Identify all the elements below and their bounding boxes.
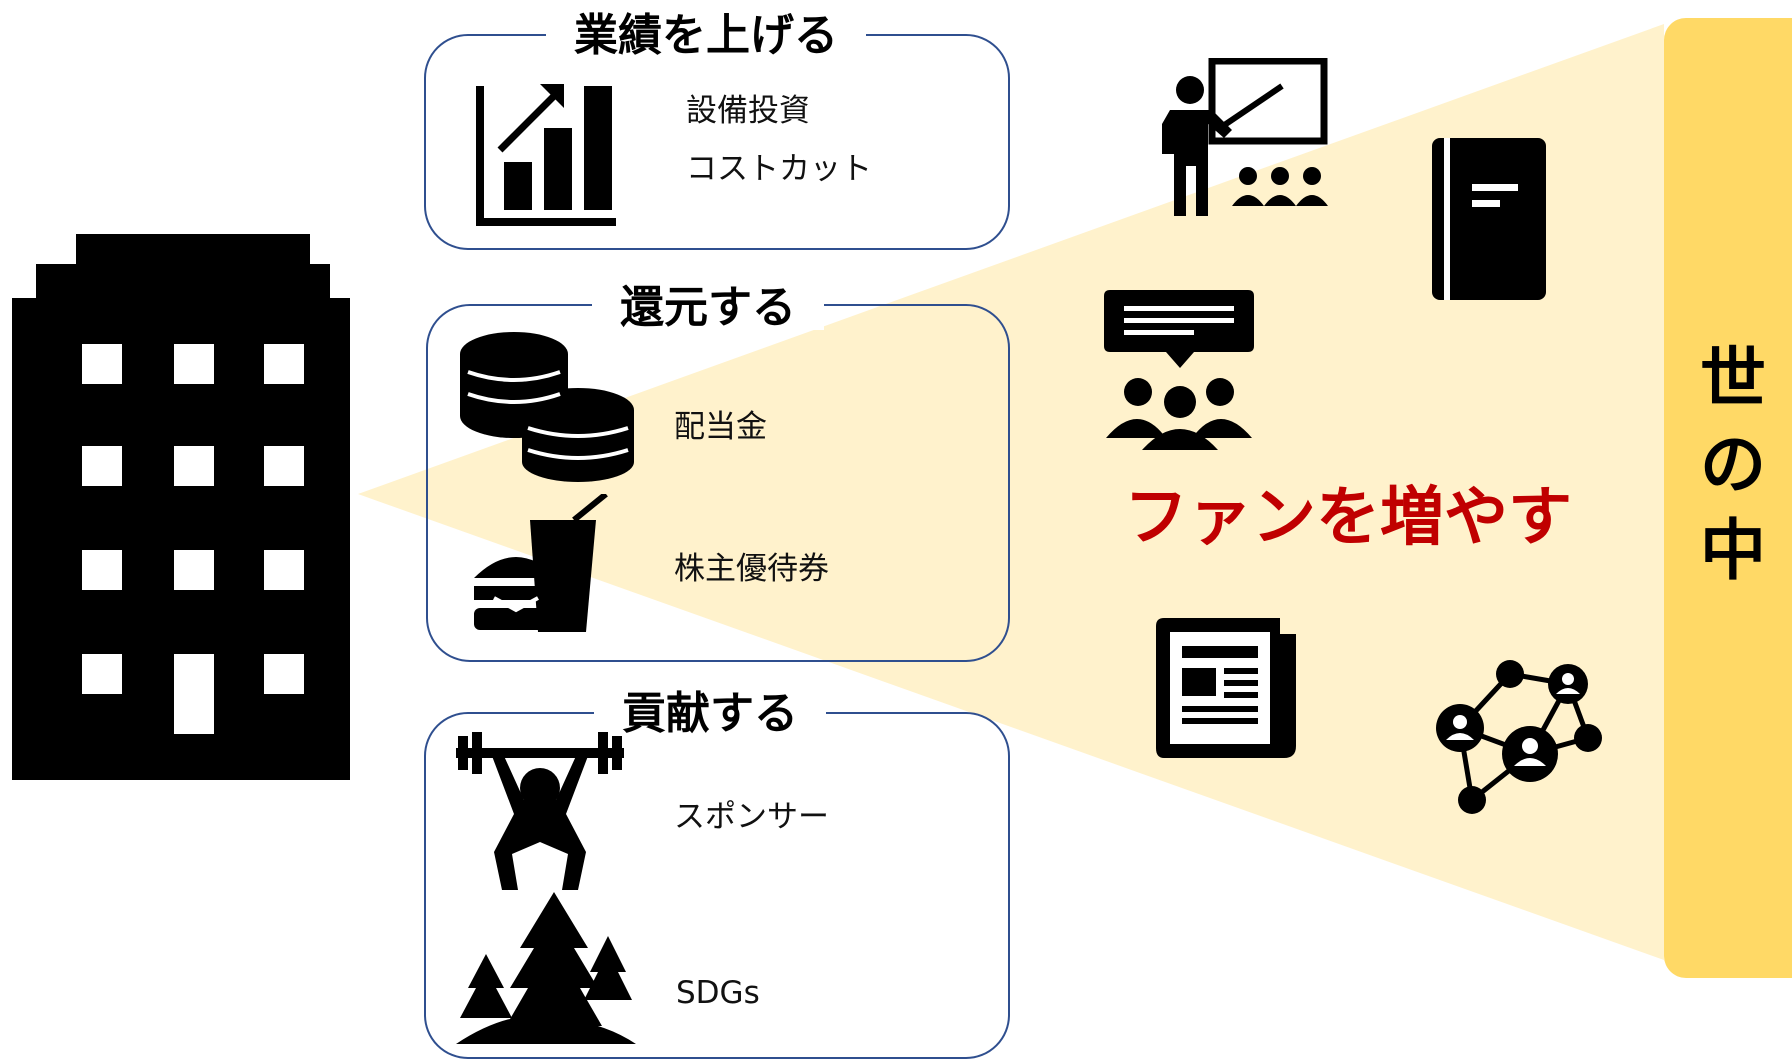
world-char-1: 世 <box>1700 340 1766 417</box>
increase-fans-label: ファンを増やす <box>1124 481 1572 555</box>
beam-shape <box>358 24 1664 960</box>
item-shareholder-benefit: 株主優待券 <box>674 551 829 587</box>
world-char-3: 中 <box>1700 512 1766 589</box>
notebook-icon <box>1432 138 1546 300</box>
section-performance-title: 業績を上げる <box>546 14 866 58</box>
network-people-icon <box>1436 660 1602 814</box>
presentation-icon <box>1162 58 1328 216</box>
bar-chart-growth-icon <box>476 84 616 226</box>
item-dividend: 配当金 <box>674 409 767 445</box>
item-capital-investment: 設備投資 <box>686 93 810 129</box>
coin-stacks-icon <box>460 332 634 482</box>
forest-icon <box>456 892 636 1044</box>
office-building-icon <box>12 234 350 780</box>
item-sdgs: SDGs <box>676 975 760 1011</box>
burger-drink-icon <box>474 494 608 632</box>
weightlifter-icon <box>456 732 624 890</box>
item-sponsor: スポンサー <box>674 799 829 835</box>
discussion-group-icon <box>1104 290 1254 450</box>
newspaper-icon <box>1156 618 1296 758</box>
world-char-2: の <box>1700 426 1766 503</box>
item-cost-cut: コストカット <box>686 151 872 187</box>
section-contribution-title: 貢献する <box>594 692 826 736</box>
world-bar <box>1664 18 1792 978</box>
section-return-title: 還元する <box>592 286 824 330</box>
